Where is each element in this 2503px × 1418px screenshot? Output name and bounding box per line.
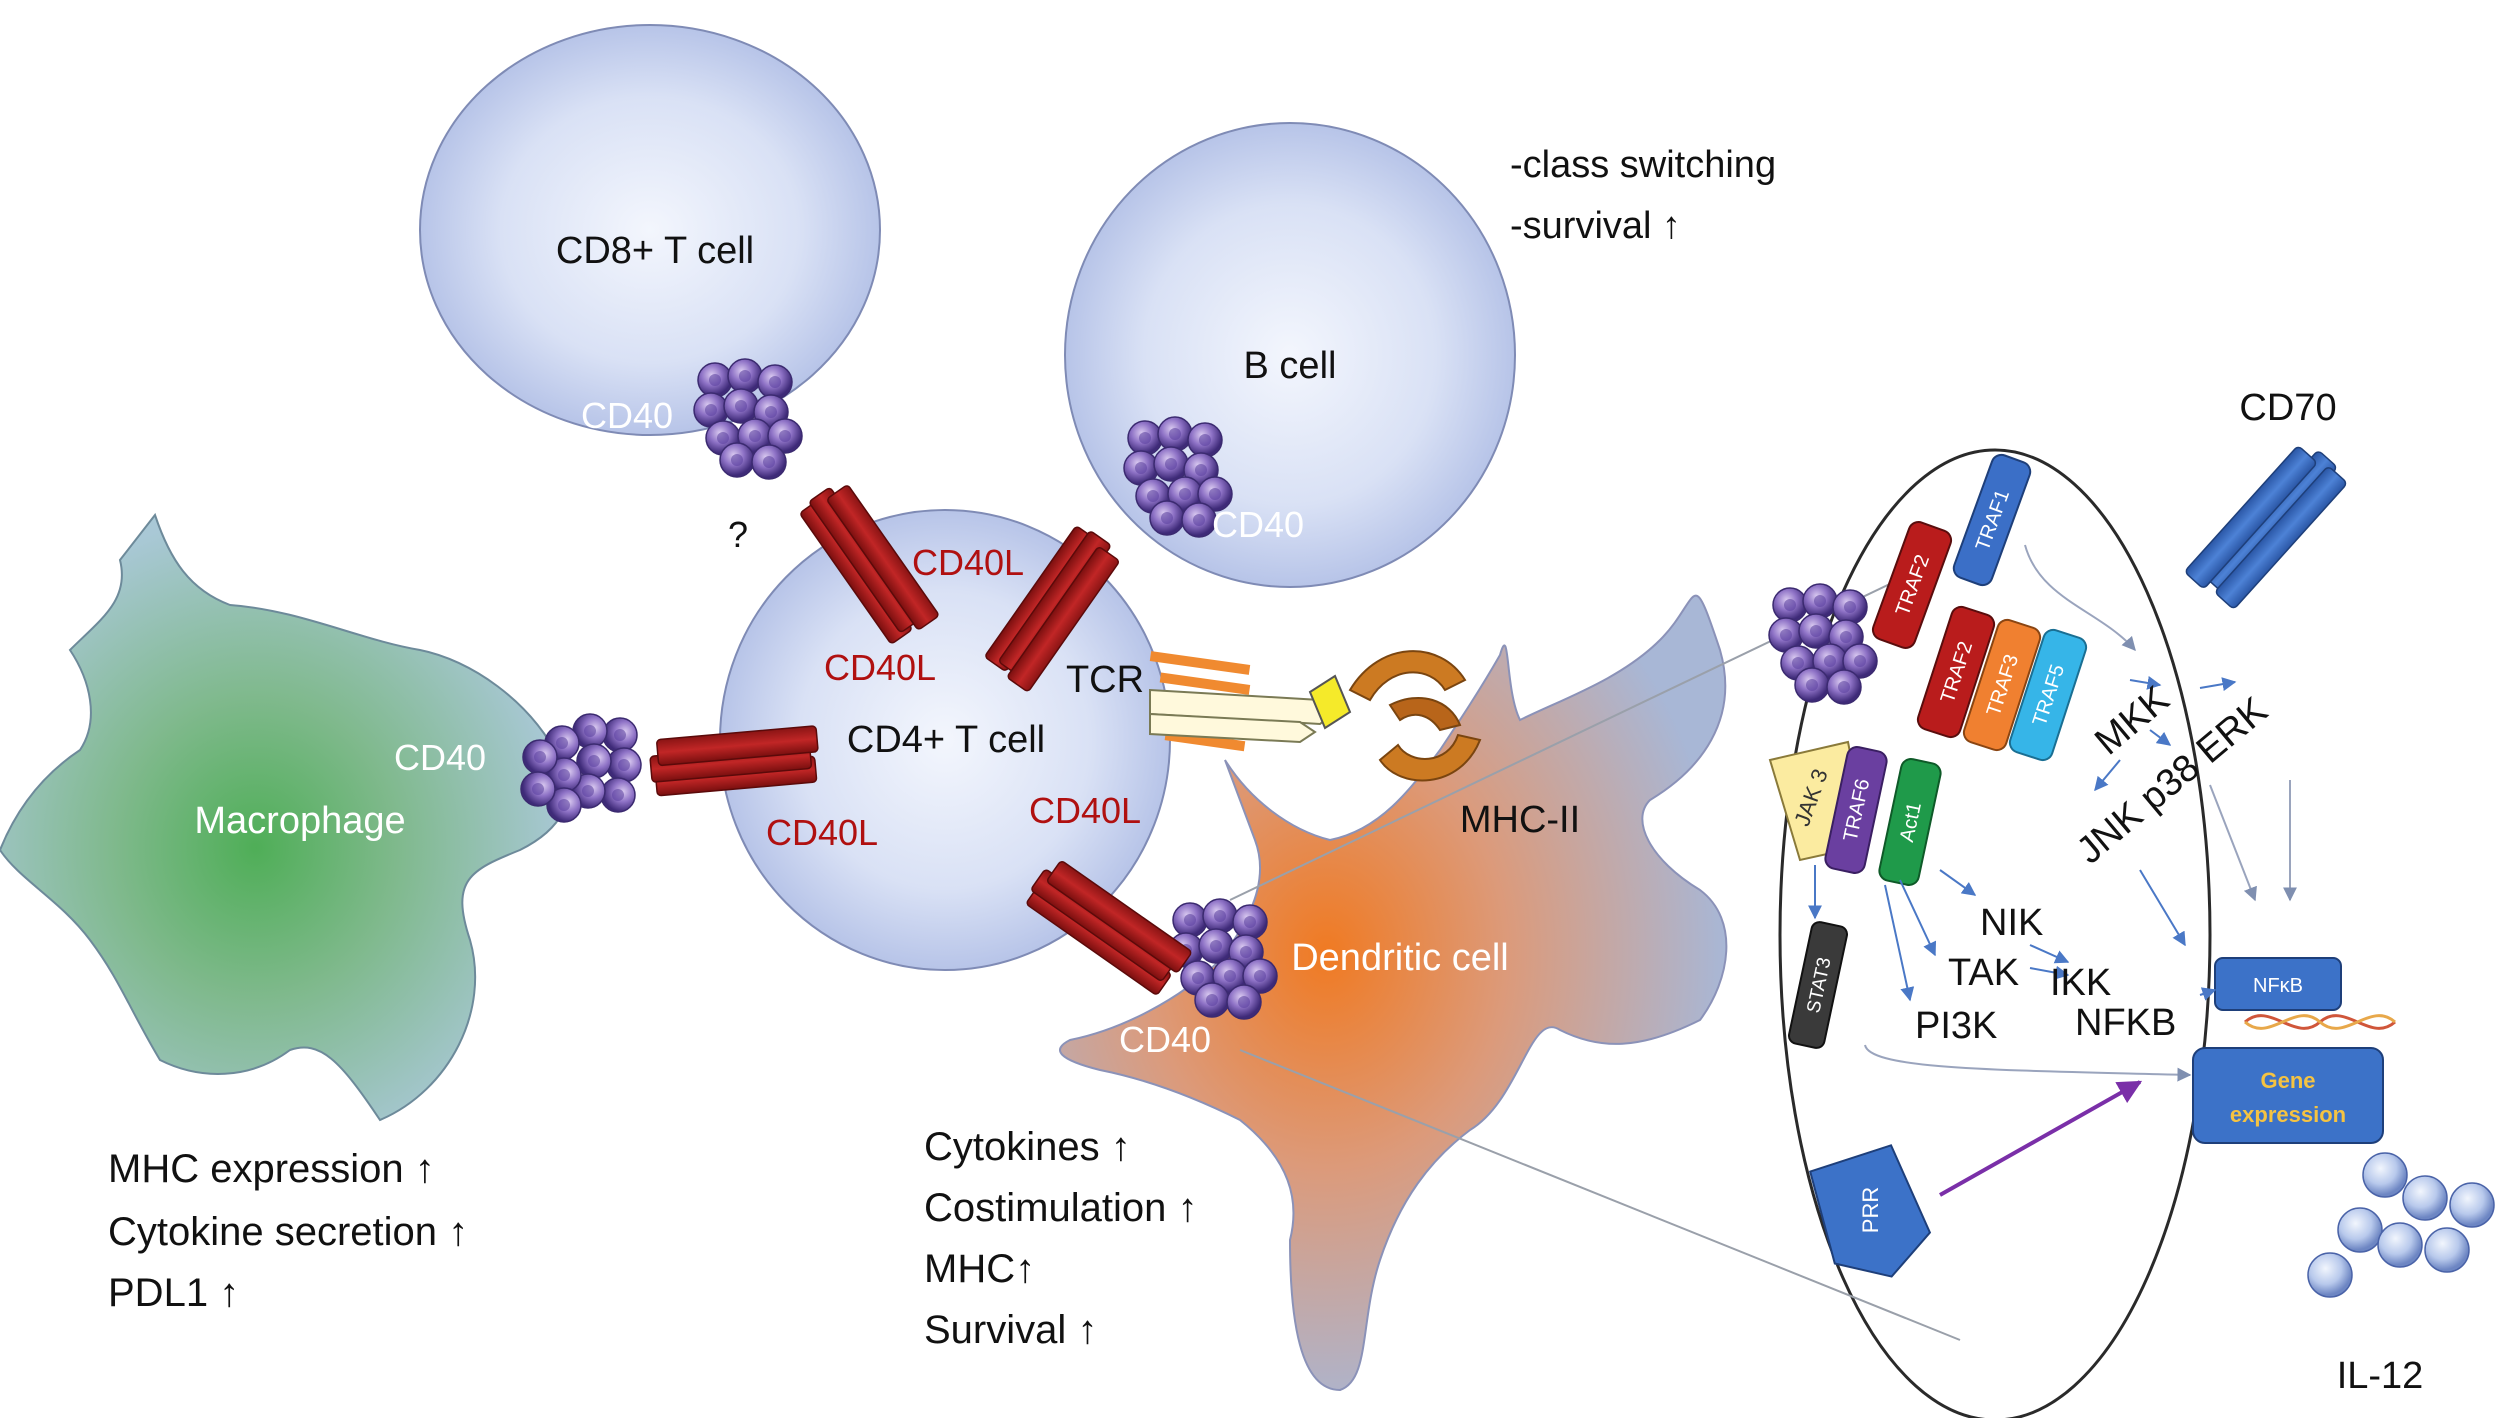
signaling-arrows [1808, 544, 2297, 1197]
cd40l-label-left: CD40L [824, 647, 936, 688]
b-cell-label: B cell [1244, 345, 1337, 387]
bcell-effect-2: -survival ↑ [1510, 205, 1681, 247]
cd4-t-cell-label: CD4+ T cell [847, 719, 1045, 761]
ikk-label: IKK [2050, 962, 2111, 1004]
cd8-t-cell-label: CD8+ T cell [556, 230, 754, 272]
macrophage-effect-3: PDL1 ↑ [108, 1271, 239, 1315]
cd40-label-macrophage: CD40 [394, 737, 486, 778]
macrophage-label: Macrophage [194, 800, 405, 842]
traf2-pill: TRAF2 [1916, 605, 1996, 739]
gene-label-2: expression [2230, 1102, 2346, 1127]
traf3-pill: TRAF3 [1962, 618, 2042, 752]
prr-receptor: PRR [1808, 1144, 1932, 1278]
dendritic-cell-shape [1059, 594, 1728, 1392]
dendritic-effect-1: Cytokines ↑ [924, 1125, 1131, 1169]
nfkb-label: NFKB [2075, 1002, 2176, 1044]
nik-label: NIK [1980, 902, 2043, 944]
mhc-ii-complex [1308, 650, 1482, 782]
il12-label: IL-12 [2337, 1355, 2424, 1397]
traf6-pill: TRAF6 [1824, 746, 1888, 874]
pi3k-label: PI3K [1915, 1005, 1997, 1047]
dendritic-cell-label: Dendritic cell [1291, 937, 1509, 979]
cd40l-label-bottom-left: CD40L [766, 812, 878, 853]
cd70-label: CD70 [2239, 387, 2336, 429]
act1-pill: Act1 [1878, 758, 1942, 886]
tcr-label: TCR [1066, 659, 1144, 701]
bcell-effect-1: -class switching [1510, 144, 1776, 186]
text-labels: CD8+ T cell B cell CD4+ T cell Macrophag… [108, 144, 2423, 1397]
cd40-cluster-signaling [1769, 584, 1877, 704]
gene-expression-box: Gene expression [2192, 1047, 2384, 1144]
dendritic-effect-2: Costimulation ↑ [924, 1186, 1197, 1230]
question-mark: ? [728, 514, 748, 555]
cd70-receptor [2185, 446, 2347, 609]
nfkb-box: NFκB [2214, 957, 2342, 1011]
macrophage-effect-2: Cytokine secretion ↑ [108, 1210, 468, 1254]
traf1-pill: TRAF1 [1952, 453, 2032, 587]
traf5-pill: TRAF5 [2008, 628, 2088, 762]
traf2-pill-top: TRAF2 [1871, 521, 1953, 649]
dendritic-effect-4: Survival ↑ [924, 1308, 1097, 1352]
cd40-label-cd8: CD40 [581, 395, 673, 436]
cd40-cluster-cd8 [694, 359, 802, 479]
macrophage-shape [0, 512, 569, 1122]
cd40l-label-bottom-right: CD40L [1029, 790, 1141, 831]
macrophage-effect-1: MHC expression ↑ [108, 1147, 435, 1191]
cd8-t-cell [419, 24, 881, 436]
dendritic-effect-3: MHC↑ [924, 1247, 1035, 1291]
cd40l-label-top: CD40L [912, 542, 1024, 583]
tak-label: TAK [1948, 952, 2019, 994]
tcr-receptor [1149, 651, 1337, 752]
mhc-ii-label: MHC-II [1460, 799, 1580, 841]
nfkb-box-label: NFκB [2253, 975, 2303, 997]
cd40-label-bcell: CD40 [1212, 504, 1304, 545]
zoom-line-bottom [1239, 1049, 1961, 1341]
cd40-label-dendritic: CD40 [1119, 1019, 1211, 1060]
dna-helix-icon [2244, 1014, 2396, 1030]
gene-label-1: Gene [2260, 1068, 2315, 1093]
stat3-pill: STAT3 [1787, 921, 1849, 1049]
il12-cluster-icon [2307, 1152, 2495, 1298]
prr-label: PRR [1858, 1187, 1883, 1233]
